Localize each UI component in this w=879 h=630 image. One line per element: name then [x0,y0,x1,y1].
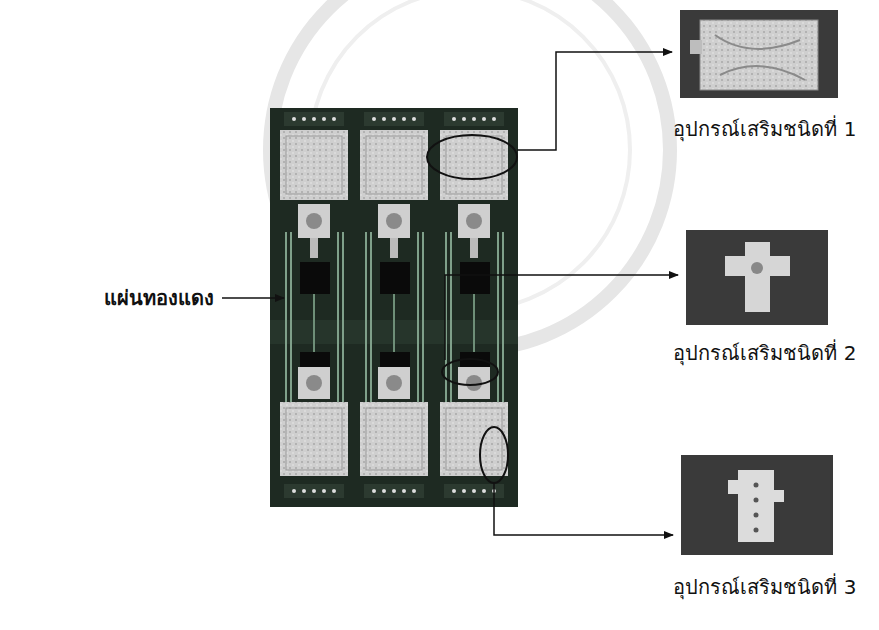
caption-text: อุปกรณ์เสริมชนิดที่ 1 [673,116,856,142]
part-label: แผ่นทองแดง [104,285,214,311]
picture-caption: อุปกรณ์เสริมชนิดที่ 1 [673,116,856,142]
caption-text: อุปกรณ์เสริมชนิดที่ 3 [673,574,856,600]
caption-text: อุปกรณ์เสริมชนิดที่ 2 [673,340,856,366]
picture-caption: อุปกรณ์เสริมชนิดที่ 3 [673,574,856,600]
picture-caption: อุปกรณ์เสริมชนิดที่ 2 [673,340,856,366]
